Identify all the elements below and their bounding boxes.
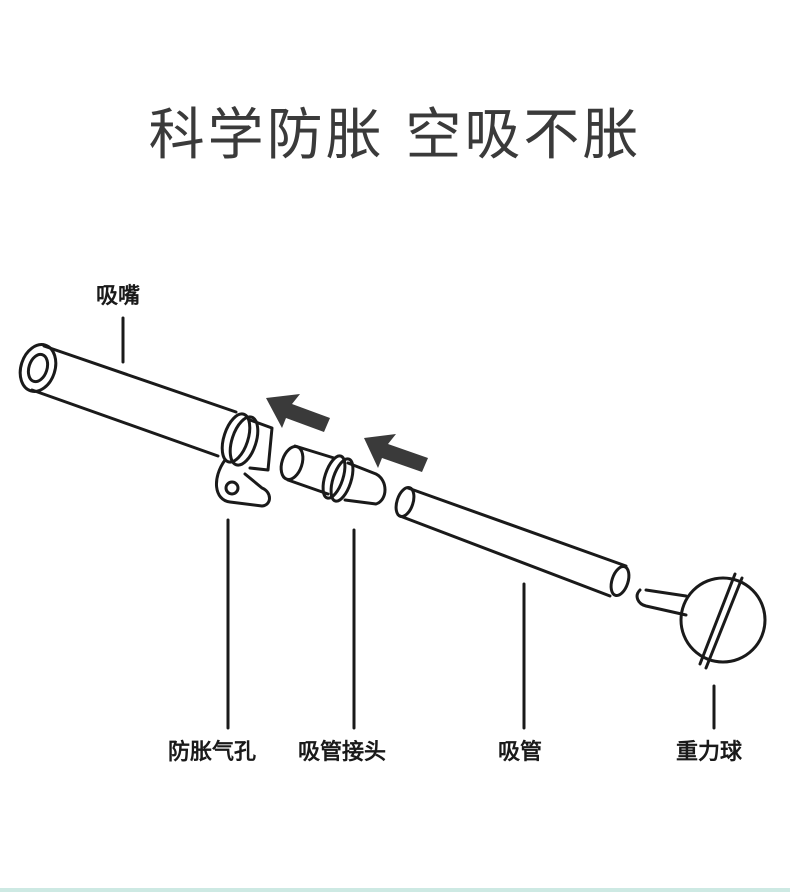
bottom-divider xyxy=(0,888,790,892)
label-vent-hole: 防胀气孔 xyxy=(168,740,257,765)
label-gravity-ball: 重力球 xyxy=(676,740,743,765)
straw-part xyxy=(394,486,631,598)
arrow-left-1 xyxy=(266,394,330,432)
mouthpiece-part xyxy=(18,343,274,508)
label-straw: 吸管 xyxy=(498,740,543,765)
label-mouthpiece: 吸嘴 xyxy=(96,284,141,309)
arrow-left-2 xyxy=(364,434,428,472)
gravity-ball-part xyxy=(635,572,767,670)
label-straw-connector: 吸管接头 xyxy=(298,740,387,765)
straw-connector-part xyxy=(279,444,387,506)
headline: 科学防胀 空吸不胀 xyxy=(148,103,642,168)
